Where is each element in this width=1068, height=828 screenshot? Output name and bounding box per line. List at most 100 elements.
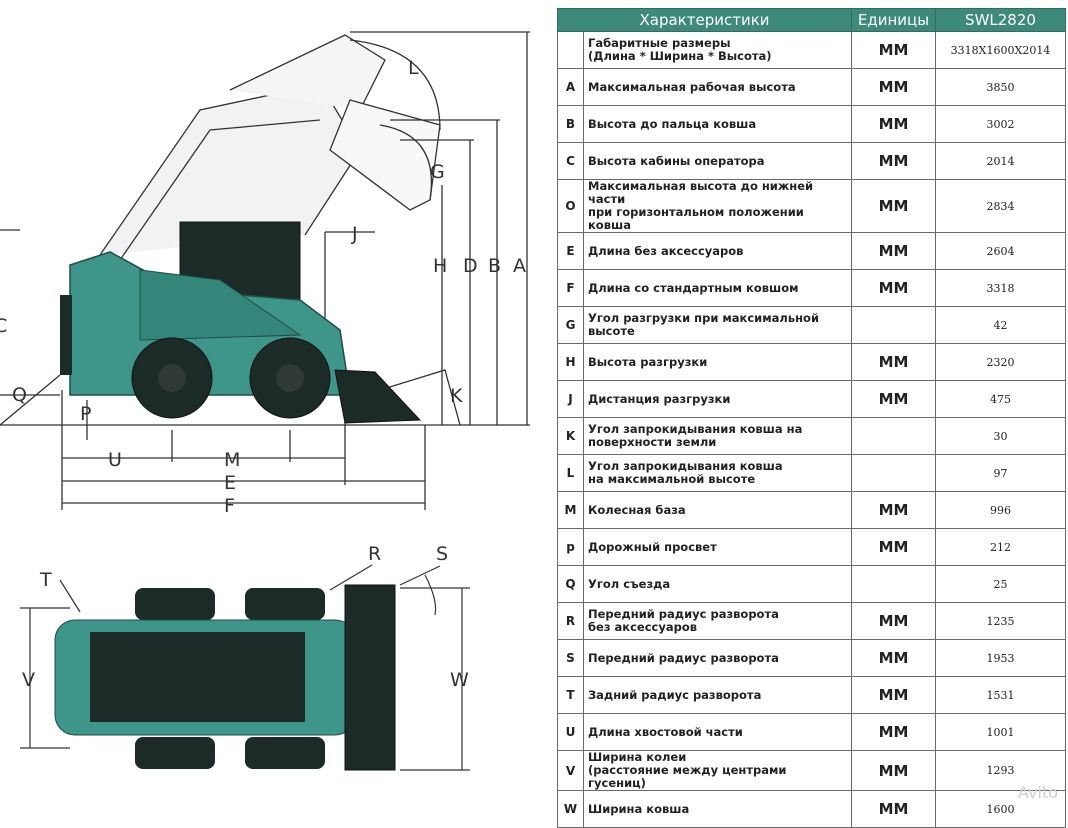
label-R: R: [368, 543, 381, 565]
cell-code: J: [557, 380, 584, 418]
label-K: K: [450, 385, 463, 407]
cell-value: 3318: [935, 269, 1066, 307]
cell-unit: ММ: [851, 790, 936, 828]
cell-name: Высота кабины оператора: [583, 142, 852, 180]
cell-unit: ММ: [851, 68, 936, 106]
cell-value: 2320: [935, 343, 1066, 381]
cell-value: 1953: [935, 639, 1066, 677]
cell-value: 1001: [935, 713, 1066, 751]
cell-value: 42: [935, 306, 1066, 344]
watermark: Avito: [1018, 783, 1058, 802]
spec-table: Характеристики Единицы SWL2820 Габаритны…: [557, 8, 1066, 828]
cell-code: G: [557, 306, 584, 344]
cell-unit: [851, 417, 936, 455]
cell-value: 30: [935, 417, 1066, 455]
cell-value: 97: [935, 454, 1066, 492]
cell-name: Ширина колеи (расстояние между центрами …: [583, 750, 852, 791]
label-L: L: [408, 57, 419, 79]
cell-name: Длина со стандартным ковшом: [583, 269, 852, 307]
label-J: J: [351, 223, 358, 245]
cell-value: 1293: [935, 750, 1066, 791]
cell-name: Длина без аксессуаров: [583, 232, 852, 270]
label-T: T: [39, 569, 52, 591]
cell-code: C: [557, 142, 584, 180]
cell-code: [557, 31, 584, 69]
cell-value: 996: [935, 491, 1066, 529]
cell-name: Угол запрокидывания ковша на поверхности…: [583, 417, 852, 455]
header-model: SWL2820: [935, 8, 1066, 32]
cell-name: Высота до пальца ковша: [583, 105, 852, 143]
cell-code: S: [557, 639, 584, 677]
cell-name: Угол съезда: [583, 565, 852, 603]
cell-unit: ММ: [851, 713, 936, 751]
cell-code: p: [557, 528, 584, 566]
cell-name: Габаритные размеры (Длина * Ширина * Выс…: [583, 31, 852, 69]
cell-unit: ММ: [851, 142, 936, 180]
cell-name: Дорожный просвет: [583, 528, 852, 566]
header-units: Единицы: [851, 8, 936, 32]
label-E: E: [224, 472, 236, 494]
cell-code: A: [557, 68, 584, 106]
label-V: V: [22, 669, 35, 691]
cell-value: 475: [935, 380, 1066, 418]
cell-unit: ММ: [851, 491, 936, 529]
dimension-diagram: A B D H G L J K Q P U M E F C R S T V W: [0, 31, 530, 771]
cell-code: W: [557, 790, 584, 828]
cell-name: Передний радиус разворота без аксессуаро…: [583, 602, 852, 640]
table-header-row: Характеристики Единицы SWL2820: [557, 8, 1066, 32]
label-M: M: [224, 449, 240, 471]
label-D: D: [463, 255, 478, 277]
cell-value: 1235: [935, 602, 1066, 640]
cell-unit: ММ: [851, 676, 936, 714]
cell-value: 3850: [935, 68, 1066, 106]
cell-code: L: [557, 454, 584, 492]
cell-name: Длина хвостовой части: [583, 713, 852, 751]
cell-value: 1531: [935, 676, 1066, 714]
cell-name: Колесная база: [583, 491, 852, 529]
label-W: W: [450, 669, 469, 691]
label-S: S: [436, 543, 448, 565]
cell-code: R: [557, 602, 584, 640]
cell-name: Максимальная рабочая высота: [583, 68, 852, 106]
label-C: C: [0, 315, 7, 337]
cell-unit: ММ: [851, 639, 936, 677]
cell-name: Задний радиус разворота: [583, 676, 852, 714]
label-H: H: [433, 255, 447, 277]
cell-code: F: [557, 269, 584, 307]
cell-code: B: [557, 105, 584, 143]
cell-code: Q: [557, 565, 584, 603]
cell-unit: ММ: [851, 343, 936, 381]
cell-value: 3318X1600X2014: [935, 31, 1066, 69]
cell-value: 212: [935, 528, 1066, 566]
cell-code: E: [557, 232, 584, 270]
cell-code: T: [557, 676, 584, 714]
cell-unit: ММ: [851, 528, 936, 566]
table-row: Габаритные размеры (Длина * Ширина * Выс…: [557, 31, 1066, 69]
cell-unit: [851, 565, 936, 603]
cell-code: O: [557, 179, 584, 233]
label-Q: Q: [12, 384, 27, 406]
cell-name: Угол запрокидывания ковша на максимально…: [583, 454, 852, 492]
cell-value: 3002: [935, 105, 1066, 143]
cell-name: Передний радиус разворота: [583, 639, 852, 677]
cell-value: 25: [935, 565, 1066, 603]
cell-unit: [851, 454, 936, 492]
label-P: P: [80, 403, 91, 425]
cell-code: K: [557, 417, 584, 455]
cell-unit: ММ: [851, 179, 936, 233]
